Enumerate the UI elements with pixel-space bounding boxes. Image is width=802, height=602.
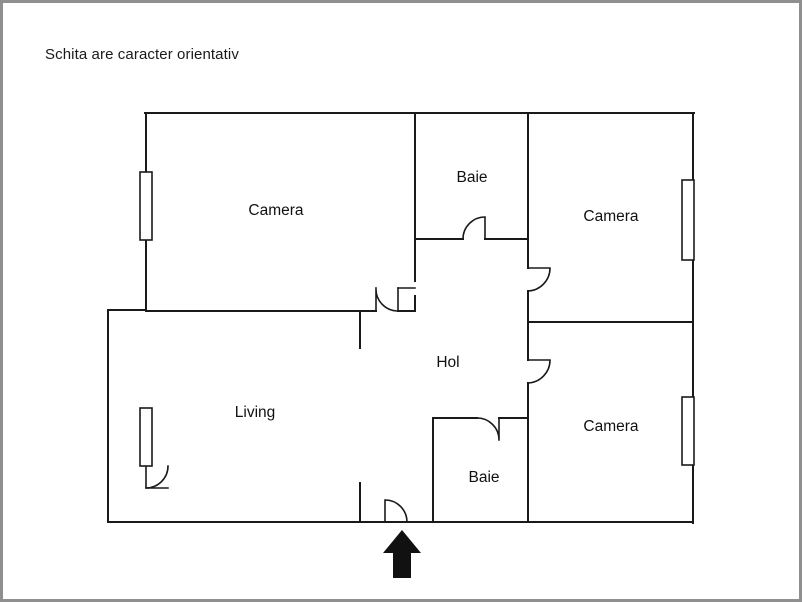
room-label-camera-top-left: Camera <box>248 202 304 219</box>
room-label-camera-bottom-right: Camera <box>583 418 639 435</box>
windows-group <box>139 171 695 467</box>
room-labels-group: Camera Baie Camera Hol Living Baie Camer… <box>235 169 639 486</box>
room-label-hol: Hol <box>436 354 459 371</box>
door-camera-bottom-right <box>527 359 551 384</box>
door-baie-top <box>462 216 486 240</box>
window-camera-bottom-right <box>681 396 695 466</box>
door-living-balcony <box>145 465 169 489</box>
entrance-arrow <box>383 530 421 578</box>
room-label-living: Living <box>235 404 276 421</box>
room-label-baie-bottom: Baie <box>468 469 499 486</box>
walls-group <box>107 112 695 524</box>
door-camera-top-left <box>375 287 399 312</box>
window-camera-top-right <box>681 179 695 261</box>
window-camera-top-left <box>139 171 153 241</box>
room-label-camera-top-right: Camera <box>583 208 639 225</box>
door-camera-top-right <box>527 267 551 292</box>
window-living <box>139 407 153 467</box>
door-entrance <box>384 499 408 523</box>
door-baie-bottom <box>476 417 500 441</box>
page-title: Schita are caracter orientativ <box>45 46 239 63</box>
room-label-baie-top: Baie <box>456 169 487 186</box>
entrance-arrow-shape <box>383 530 421 578</box>
